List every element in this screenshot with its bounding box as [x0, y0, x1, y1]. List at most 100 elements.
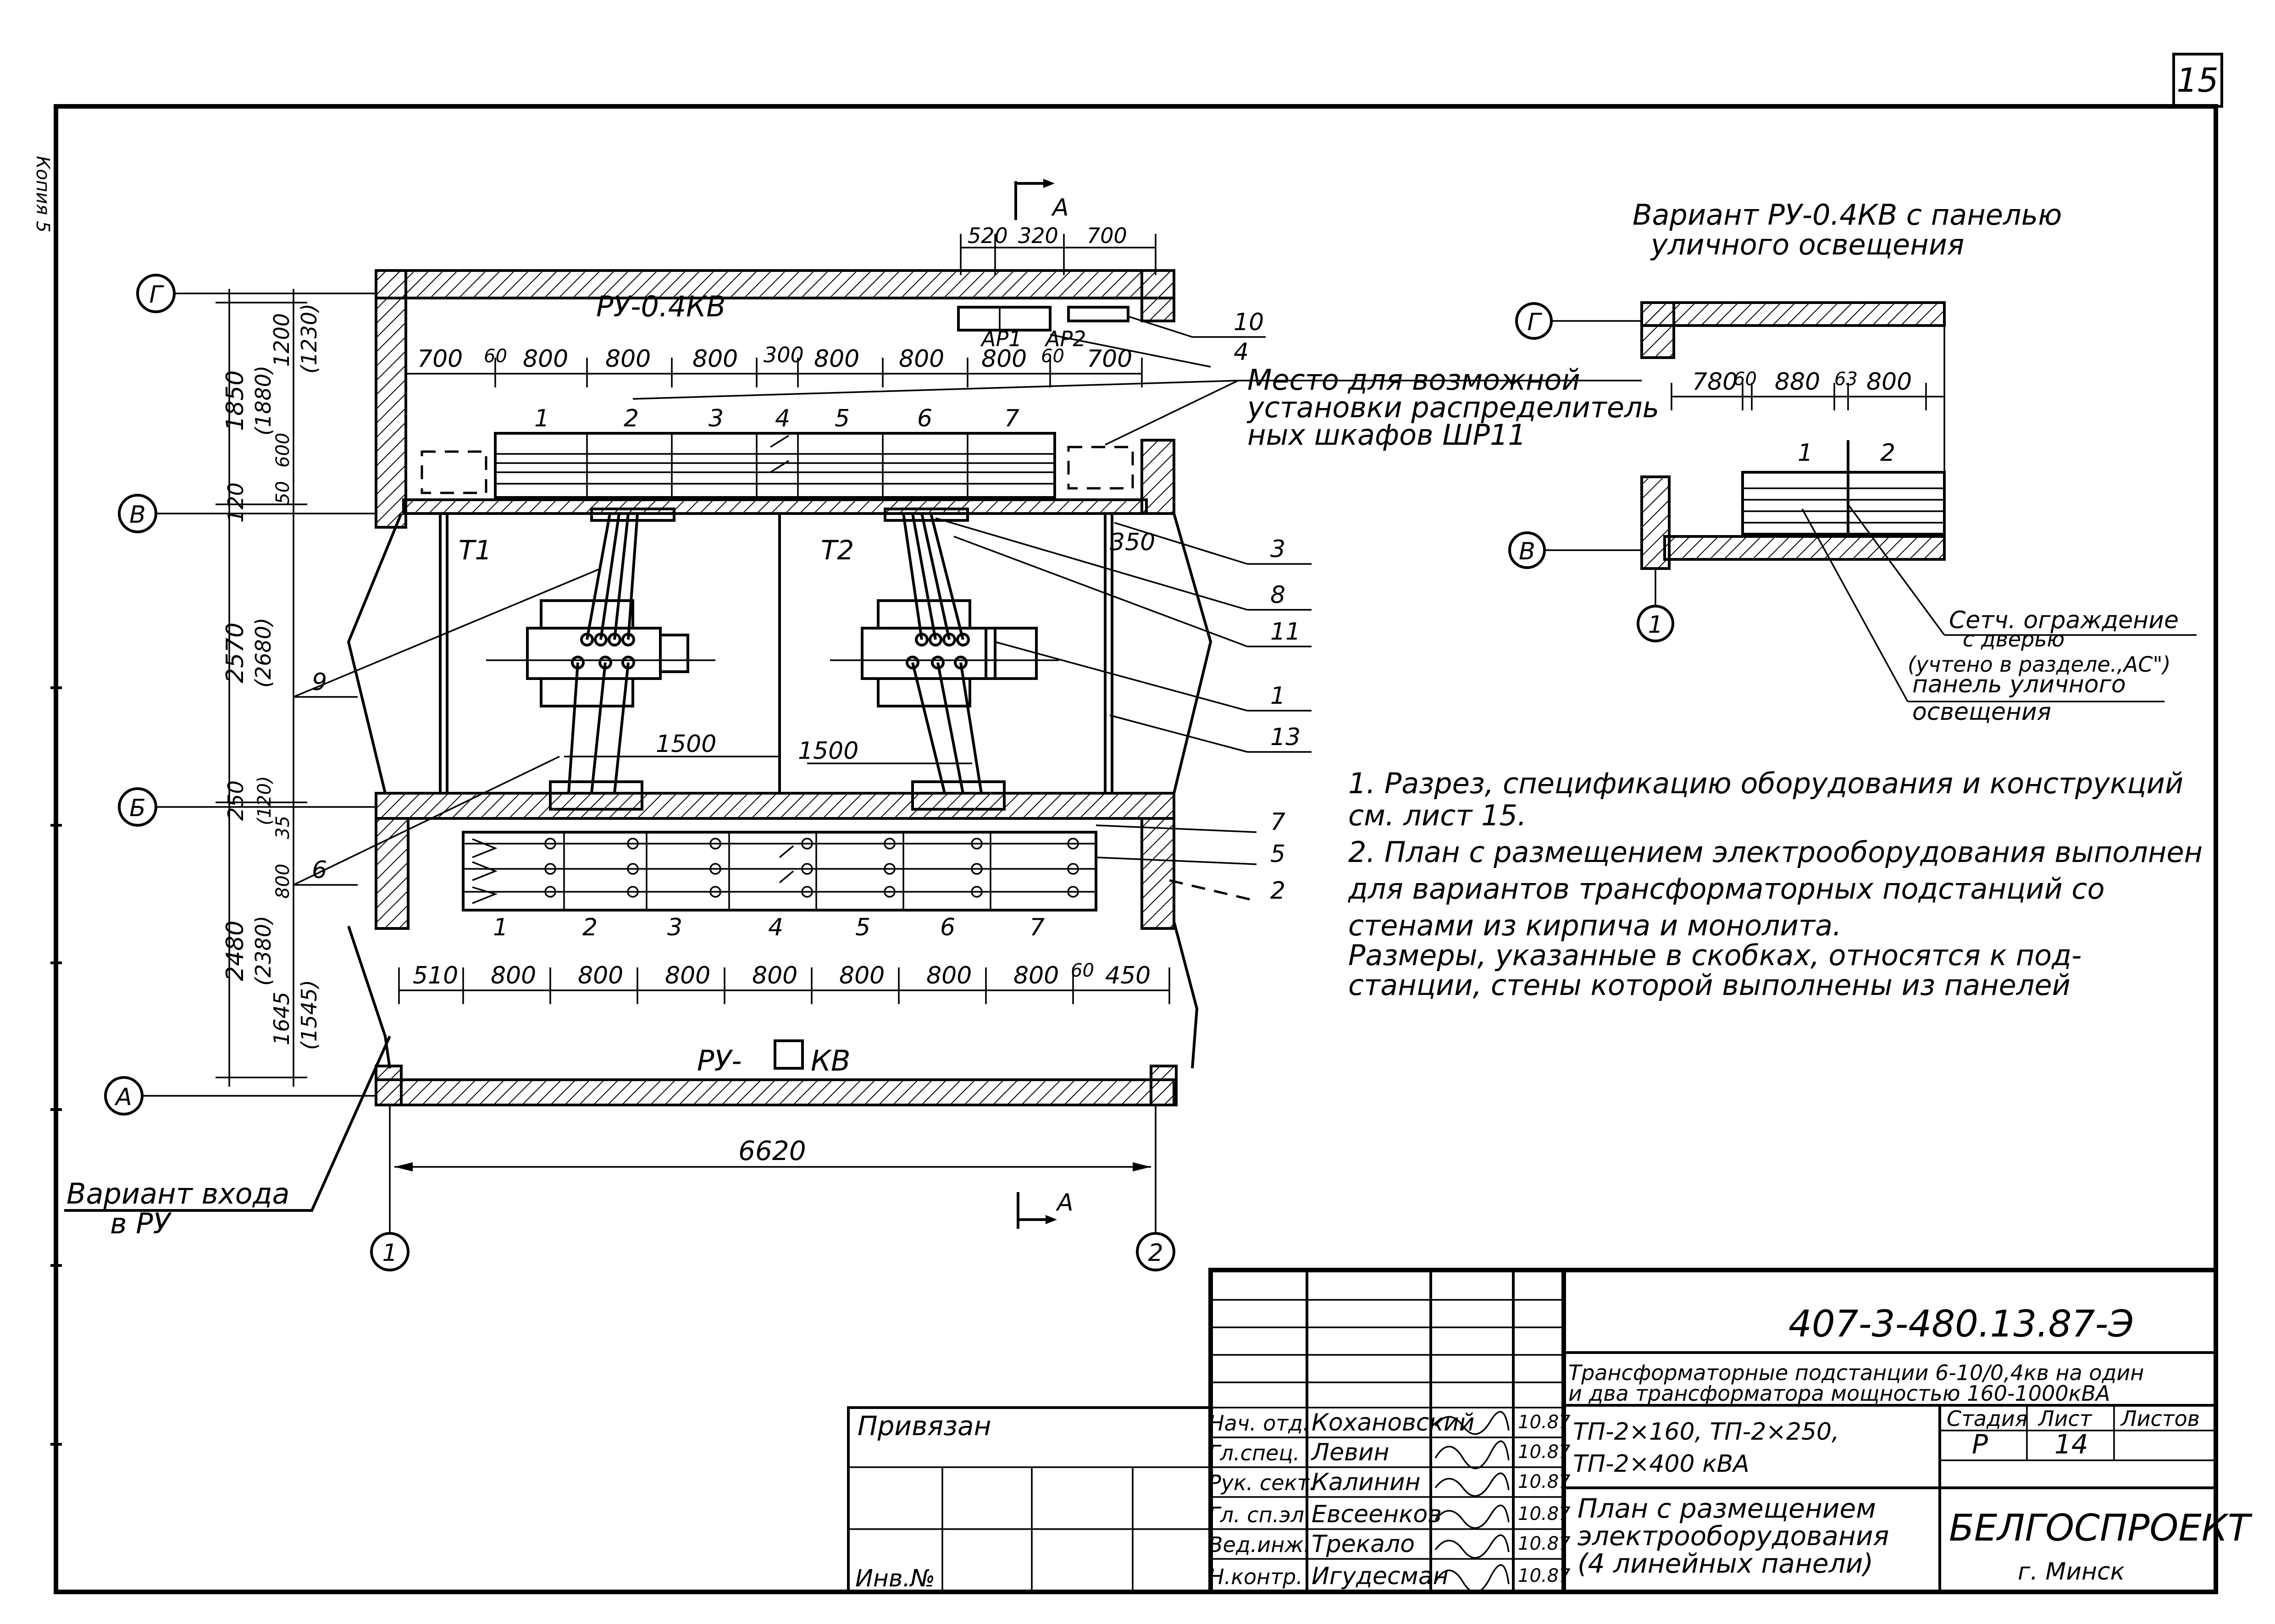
bottom-panel-number: 3 [667, 914, 682, 941]
callout: 10 [1234, 309, 1264, 336]
tb-role: Гл.спец. [1208, 1441, 1300, 1465]
dims-bottom: 510 800 800 800 800 800 800 800 60 450 6… [394, 960, 1170, 1229]
tb-types: ТП-2×160, ТП-2×250, [1573, 1418, 1839, 1446]
dim-left: (1545) [297, 980, 321, 1050]
tb-name: Калинин [1312, 1469, 1421, 1496]
label-ap2: АР2 [1044, 326, 1086, 351]
entry-variant-leader [64, 1035, 391, 1212]
cables [549, 508, 1006, 811]
tb-desc: и два трансформатора мощностью 160-1000к… [1568, 1381, 2110, 1406]
callout: 11 [1270, 618, 1301, 646]
axis-2: 2 [1148, 1239, 1163, 1267]
callout: 7 [1270, 808, 1285, 836]
variant-panel-number: 1 [1798, 439, 1813, 467]
variant-dim: 800 [1866, 368, 1912, 396]
transformer-t1 [486, 599, 715, 707]
dim-left: 2480 [221, 921, 249, 981]
dim-bottom-row: 510 [413, 962, 458, 989]
tb-date: 10.87 [1518, 1471, 1571, 1492]
signature [1434, 1504, 1510, 1529]
tb-org: БЕЛГОСПРОЕКТ [1949, 1507, 2253, 1549]
top-panel-number: 2 [624, 405, 639, 432]
tb-name: Трекало [1312, 1530, 1415, 1558]
bottom-panel-row [462, 831, 1097, 911]
note-line: для вариантов трансформаторных подстанци… [1348, 872, 2105, 906]
dim-top: 520 [968, 223, 1008, 248]
place-note-line: установки распределитель [1246, 391, 1659, 424]
bottom-panel-number: 2 [582, 914, 598, 941]
top-panel-number: 4 [775, 405, 790, 432]
signature [1434, 1534, 1510, 1559]
callout: 1 [1270, 682, 1285, 710]
tb-sheets-h: Листов [2120, 1406, 2200, 1431]
variant-street-panel: панель уличного [1912, 671, 2126, 698]
sheet-corner-number: 15 [2176, 61, 2219, 99]
variant-fence: с дверью [1963, 627, 2065, 652]
callout: 4 [1234, 338, 1249, 366]
dim-top-row: 800 [814, 345, 859, 373]
axis-g: Г [149, 281, 165, 309]
title-block: Привязан Инв.№ 407-3-480.13.87-Э Трансфо… [847, 1268, 2253, 1594]
tb-role: Гл. сп.эл. [1208, 1502, 1311, 1527]
place-note-line: ных шкафов ШР11 [1247, 418, 1526, 452]
dim-bottom-row: 800 [1013, 962, 1059, 989]
signature [1434, 1440, 1510, 1469]
reserved-cabinet-right [1067, 446, 1134, 490]
note-line: стенами из кирпича и монолита. [1348, 909, 1842, 942]
note-line: станции, стены которой выполнены из пане… [1348, 968, 2070, 1002]
dim-left: 250 [223, 780, 248, 821]
place-note-line: Место для возможной [1247, 363, 1580, 397]
dim-top-row: 300 [764, 342, 804, 367]
variant-street-panel: освещения [1912, 698, 2051, 726]
notes: 1. Разрез, спецификацию оборудования и к… [1348, 767, 2203, 1002]
variant-dim: 63 [1834, 369, 1858, 390]
dim-left: 2570 [221, 623, 249, 683]
tb-stage-h: Стадия [1947, 1406, 2027, 1431]
tb-name: Игудесман [1312, 1563, 1449, 1590]
wall-b [375, 792, 1175, 820]
bottom-panel-number: 1 [493, 914, 508, 941]
wall-a [375, 1078, 1175, 1106]
tb-date: 10.87 [1518, 1565, 1571, 1586]
dim-top-row: 800 [692, 345, 738, 373]
variant-title: Вариант РУ-0.4КВ с панелью [1633, 198, 2062, 232]
tb-inv: Инв.№ [855, 1565, 935, 1592]
dim-overall: 6620 [738, 1135, 806, 1166]
top-panel-number: 3 [709, 405, 724, 432]
callout: 2 [1270, 877, 1285, 905]
variant-dim: 780 [1692, 368, 1738, 396]
axis-a: А [114, 1083, 132, 1111]
label-t1: Т1 [459, 535, 492, 566]
dim-left: 1850 [221, 370, 249, 431]
section-mark-top: А [1051, 194, 1069, 221]
dim-top-row: 800 [523, 345, 568, 373]
dim-top: 700 [1087, 223, 1127, 248]
bottom-panel-number: 4 [768, 914, 783, 941]
top-panel-number: 5 [835, 405, 850, 432]
dim-left: 1645 [269, 992, 294, 1045]
tb-desc: Трансформаторные подстанции 6-10/0,4кв н… [1568, 1360, 2144, 1385]
signature [1434, 1411, 1510, 1435]
dim-top-row: 700 [417, 345, 463, 373]
axis-2-marker [1136, 1232, 1175, 1271]
variant-detail: Вариант РУ-0.4КВ с панелью уличного осве… [1508, 198, 2197, 726]
tb-name: Кохановский [1312, 1409, 1474, 1436]
dim-bottom-row: 800 [491, 962, 536, 989]
wall-top-left [375, 269, 407, 529]
tb-role: Н.контр. [1208, 1564, 1303, 1589]
ru-voltage-box [774, 1039, 804, 1070]
tb-code: 407-3-480.13.87-Э [1788, 1303, 2134, 1345]
axis-markers: Г В Б А 1 2 [104, 274, 1175, 1271]
tb-name: Левин [1311, 1439, 1389, 1466]
top-panel-number: 6 [917, 405, 932, 432]
bottom-panel-number: 7 [1030, 914, 1045, 941]
variant-dim: 60 [1733, 369, 1757, 390]
dim-left: 50 [272, 481, 293, 504]
dims-left: 1850 (1880) 1200 (1230) 50 600 120 2570 … [216, 289, 321, 1087]
dim-bottom-row: 800 [665, 962, 710, 989]
variant-axis-1: 1 [1648, 611, 1663, 639]
tb-date: 10.87 [1518, 1442, 1571, 1463]
dim-bottom-row: 800 [752, 962, 797, 989]
dim-left: (1880) [251, 365, 276, 436]
